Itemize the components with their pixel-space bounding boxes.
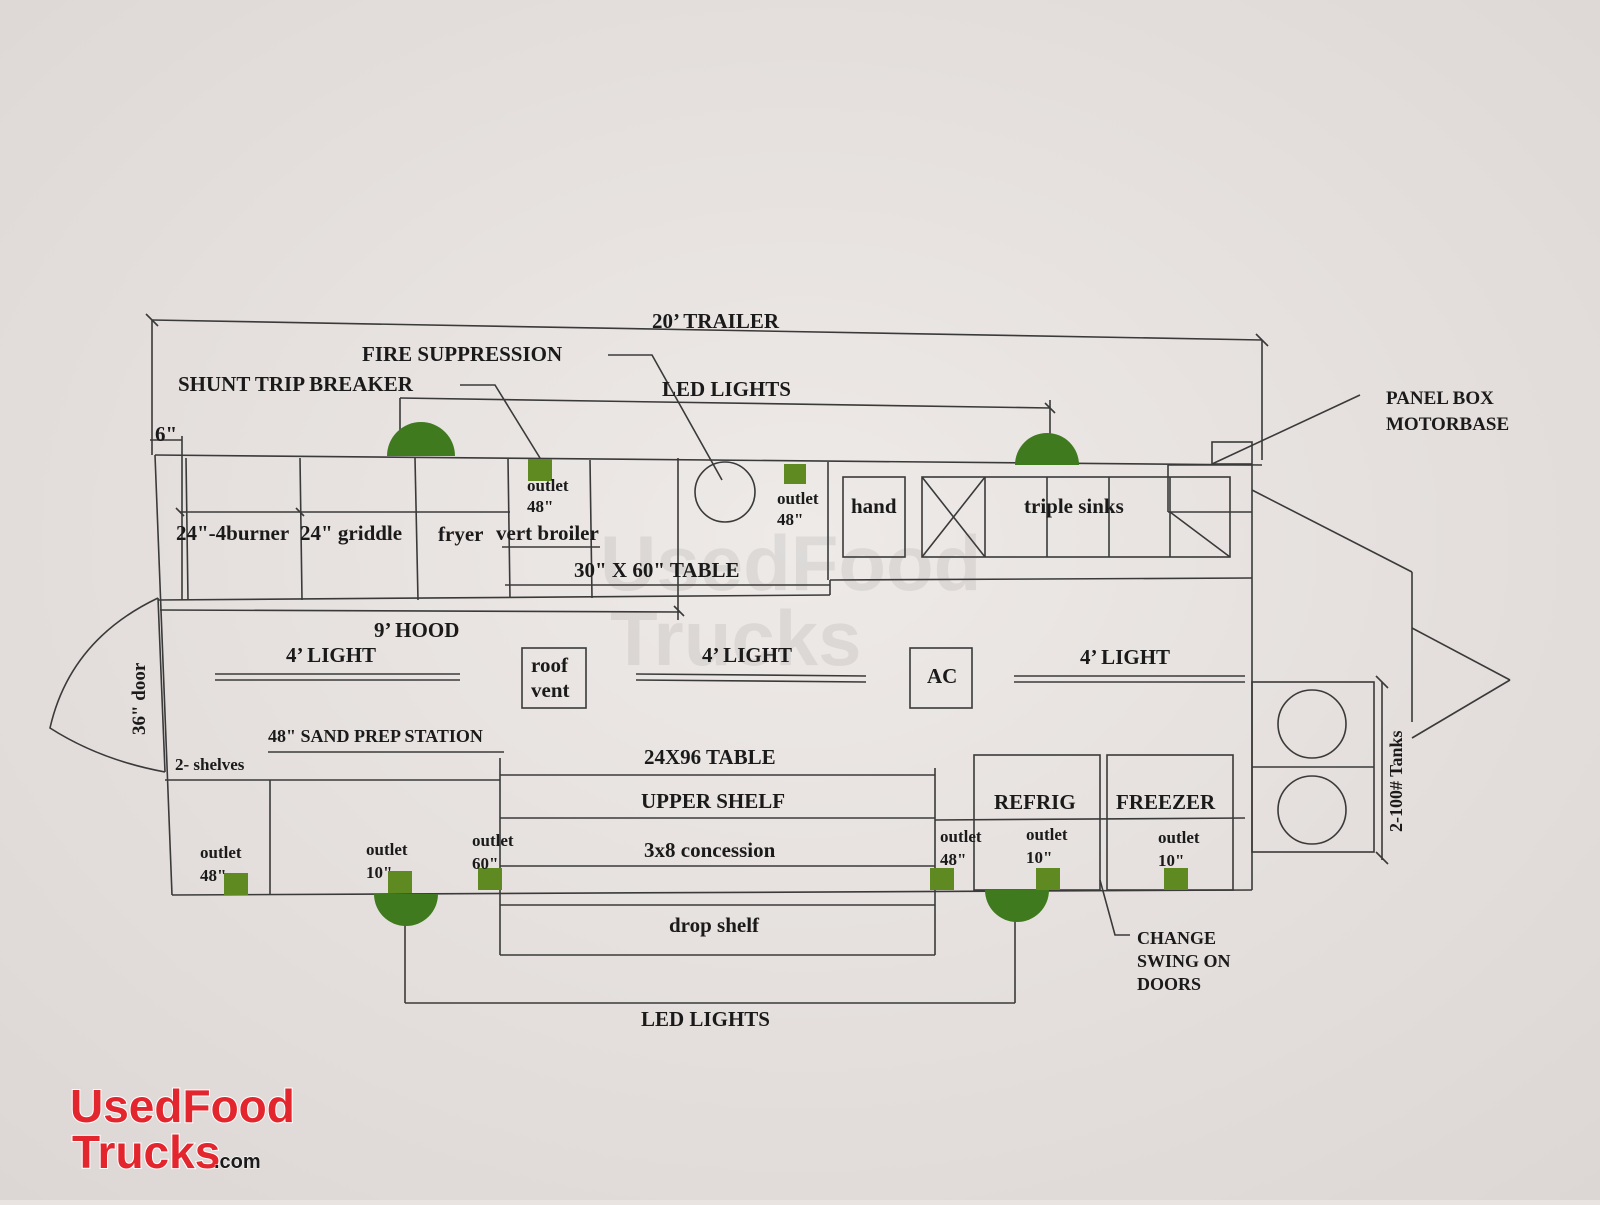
fire-suppression-label: FIRE SUPPRESSION [362, 342, 562, 366]
overall-dimension-label: 20’ TRAILER [652, 309, 780, 333]
outlet-label: outlet [1026, 825, 1068, 844]
led-fixture-top-2 [1015, 433, 1079, 465]
outlet-size: 60" [472, 854, 498, 873]
led-fixtures [374, 422, 1079, 926]
usedfoodtrucks-logo: UsedFood Trucks .com [69, 1079, 296, 1179]
concession-label: 3x8 concession [644, 838, 776, 862]
sand-prep-label: 48" SAND PREP STATION [268, 726, 483, 746]
table-24x96-label: 24X96 TABLE [644, 745, 776, 769]
outlet-markers [224, 459, 1188, 895]
light-3-label: 4’ LIGHT [1080, 645, 1170, 669]
freezer-label: FREEZER [1116, 790, 1216, 814]
trailer-bottom-wall [171, 889, 1253, 896]
led-lights-top-label: LED LIGHTS [662, 377, 791, 401]
hood-label: 9’ HOOD [374, 618, 459, 642]
light-2-label: 4’ LIGHT [702, 643, 792, 667]
change-swing-label-2: SWING ON [1137, 951, 1231, 971]
led-fixture-top-1 [387, 422, 455, 456]
outlet-size: 48" [940, 850, 966, 869]
triple-sinks [921, 476, 1231, 558]
fire-suppression-circle [694, 461, 756, 523]
outlet-marker [224, 873, 248, 895]
front-offset-label: 6" [155, 422, 177, 446]
outlet-label: outlet [1158, 828, 1200, 847]
drop-shelf-label: drop shelf [669, 913, 760, 937]
panel-box [1211, 441, 1253, 465]
outlet-marker [388, 871, 412, 893]
logo-line-2: Trucks [72, 1126, 220, 1178]
broiler-label: vert broiler [496, 521, 599, 545]
shunt-trip-label: SHUNT TRIP BREAKER [178, 372, 414, 396]
trailer-front-wall [154, 454, 173, 896]
outlet-size: 48" [777, 510, 803, 529]
labels: 20’ TRAILER FIRE SUPPRESSION SHUNT TRIP … [129, 309, 1509, 1031]
overall-dimension-line [151, 319, 1263, 341]
triple-sinks-label: triple sinks [1024, 494, 1124, 518]
hand-sink-label: hand [851, 494, 897, 518]
tank-2 [1277, 775, 1347, 845]
outlet-size: 48" [527, 497, 553, 516]
outlet-size: 10" [1158, 851, 1184, 870]
led-fixture-bottom-2 [985, 890, 1049, 922]
hand-sink [842, 476, 906, 558]
light-1-label: 4’ LIGHT [286, 643, 376, 667]
ac-unit [909, 647, 973, 709]
hitch-upper [1251, 489, 1413, 573]
watermark-line-2: Trucks [610, 594, 861, 682]
panel-box-label: PANEL BOX [1386, 388, 1494, 409]
outlet-size: 10" [366, 863, 392, 882]
outlet-label: outlet [527, 476, 569, 495]
led-fixture-bottom-1 [374, 894, 438, 926]
griddle-label: 24" griddle [300, 521, 402, 545]
change-swing-leader [1099, 879, 1130, 936]
ac-label: AC [927, 664, 957, 688]
outlet-size: 48" [200, 866, 226, 885]
roof-vent-label-2: vent [531, 678, 570, 702]
outlet-label: outlet [777, 489, 819, 508]
outlet-marker [478, 868, 502, 890]
table-30x60-label: 30" X 60" TABLE [574, 558, 740, 582]
door-label: 36" door [129, 662, 150, 735]
fire-suppression-leader [608, 354, 723, 481]
outlet-label: outlet [940, 827, 982, 846]
roof-vent-label-1: roof [531, 653, 569, 677]
roof-vent [521, 647, 587, 709]
outlet-label: outlet [200, 843, 242, 862]
outlet-marker [930, 868, 954, 890]
tank-1 [1277, 689, 1347, 759]
watermark-line-1: UsedFood [600, 519, 981, 607]
tanks-label: 2-100# Tanks [1386, 730, 1406, 832]
upper-shelf-label: UPPER SHELF [641, 789, 785, 813]
led-lights-top-line [399, 397, 1051, 409]
fryer-label: fryer [438, 522, 483, 546]
led-lights-bottom-label: LED LIGHTS [641, 1007, 770, 1031]
linework [49, 313, 1511, 1004]
motorbase-label: MOTORBASE [1386, 414, 1509, 435]
watermark: UsedFood Trucks [600, 519, 981, 682]
burner-label: 24"-4burner [176, 521, 289, 545]
outlet-marker [528, 459, 552, 481]
outlet-marker [1164, 868, 1188, 890]
outlet-label: outlet [366, 840, 408, 859]
shelves-label: 2- shelves [175, 755, 245, 774]
door-swing [49, 597, 166, 773]
outlet-marker [784, 464, 806, 484]
logo-line-1: UsedFood [70, 1080, 295, 1132]
shunt-trip-leader [460, 384, 541, 459]
change-swing-label-1: CHANGE [1137, 928, 1216, 948]
change-swing-label-3: DOORS [1137, 974, 1201, 994]
outlet-marker [1036, 868, 1060, 890]
refrig-label: REFRIG [994, 790, 1076, 814]
logo-suffix: .com [214, 1151, 261, 1173]
outlet-size: 10" [1026, 848, 1052, 867]
outlet-label: outlet [472, 831, 514, 850]
